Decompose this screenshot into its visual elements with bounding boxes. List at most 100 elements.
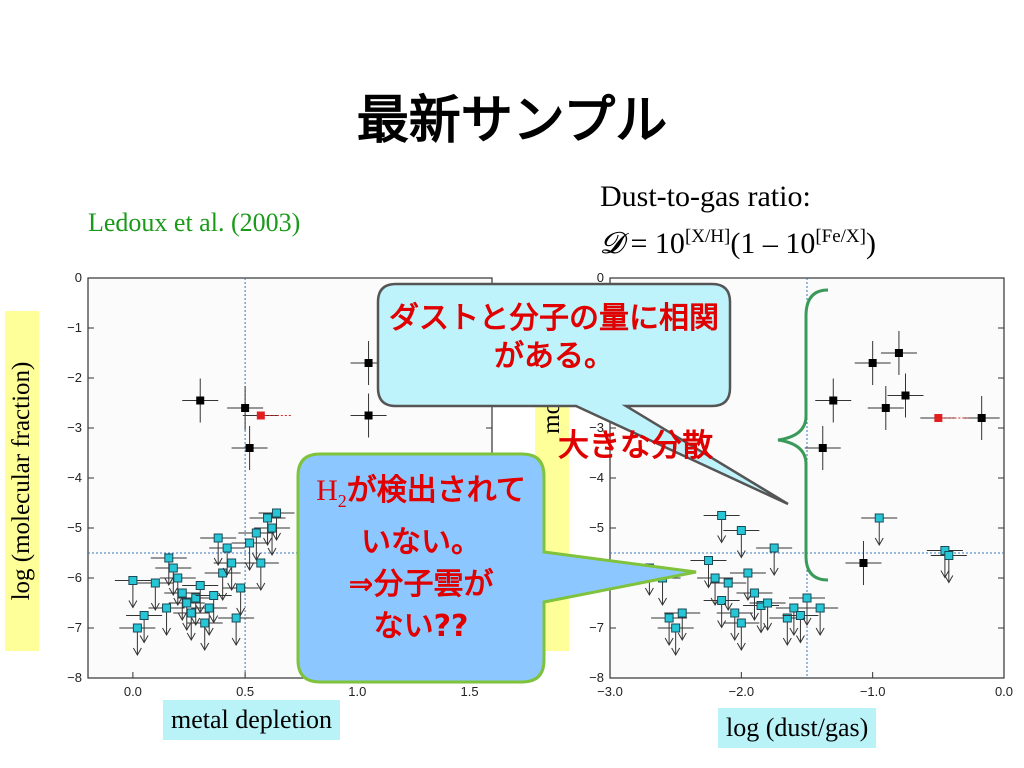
data-point-black (901, 391, 910, 400)
y-axis-label-left: log (molecular fraction) (5, 311, 39, 651)
reference-label: Ledoux et al. (2003) (88, 208, 301, 237)
data-point-cyan (664, 613, 674, 623)
data-point-cyan (236, 583, 246, 593)
data-point-cyan (736, 618, 746, 628)
data-point-cyan (164, 553, 174, 563)
upper-limit-arrowhead (256, 582, 266, 592)
formula-eq: = 10 (623, 227, 685, 260)
upper-limit-arrowhead (658, 597, 667, 607)
data-point-cyan (263, 513, 273, 523)
data-point-cyan (162, 603, 172, 613)
data-point-cyan (730, 608, 740, 618)
formula-exp1: [X/H] (684, 226, 731, 247)
data-point-cyan (782, 613, 792, 623)
callout-h: H (316, 474, 338, 507)
data-point-black (829, 396, 838, 405)
data-point-cyan (795, 611, 805, 620)
upper-limit-arrowhead (168, 587, 178, 597)
data-point-cyan (671, 623, 681, 633)
upper-limit-arrowhead (236, 607, 246, 617)
upper-limit-arrowhead (177, 612, 187, 622)
callout-h-sub: 2 (337, 491, 347, 511)
callout-top-text: ダストと分子の量に相関がある。 (389, 301, 719, 374)
y-tick-label: −8 (67, 670, 82, 685)
upper-limit-arrowhead (245, 562, 255, 572)
data-point-cyan (802, 593, 812, 603)
slide-title: 最新サンプル (356, 91, 668, 151)
upper-limit-arrowhead (272, 532, 281, 542)
callout-bottom-rest: が検出されていない。 (346, 473, 526, 560)
upper-limit-arrowhead (150, 602, 160, 612)
x-tick-label: 0.0 (124, 684, 142, 699)
upper-limit-arrowhead (944, 575, 954, 584)
callout-bottom-line3: ⇒分子雲が (348, 567, 494, 602)
upper-limit-arrowhead (763, 622, 773, 632)
upper-limit-arrowhead (132, 647, 142, 657)
data-point-black (196, 396, 205, 405)
data-point-cyan (256, 558, 266, 568)
data-point-cyan (723, 578, 733, 588)
upper-limit-arrowhead (182, 622, 192, 632)
upper-limit-arrowhead (815, 627, 825, 637)
data-point-black (894, 349, 903, 357)
upper-limit-arrowhead (802, 617, 812, 627)
upper-limit-arrowhead (795, 635, 805, 644)
upper-limit-arrowhead (644, 587, 654, 597)
formula-equation: 𝓓 = 10[X/H](1 – 10[Fe/X]) (600, 226, 876, 261)
upper-limit-arrowhead (128, 600, 138, 609)
y-tick-label: −7 (67, 620, 82, 635)
y-tick-label: −5 (67, 520, 82, 535)
upper-limit-arrowhead (940, 570, 950, 579)
upper-limit-arrowhead (730, 632, 740, 642)
data-point-cyan (173, 573, 183, 583)
upper-limit-arrowhead (204, 627, 214, 637)
upper-limit-arrowhead (769, 567, 779, 577)
y-tick-label: −7 (589, 620, 604, 635)
x-tick-label: 1.0 (348, 684, 366, 699)
data-point-cyan (763, 598, 773, 608)
data-point-cyan (749, 588, 759, 598)
data-point-cyan (717, 511, 727, 520)
upper-limit-arrowhead (267, 547, 277, 557)
data-point-cyan (182, 598, 192, 608)
x-tick-label: −1.0 (860, 684, 886, 699)
y-tick-label: −5 (589, 520, 604, 535)
data-point-cyan (231, 613, 241, 623)
data-point-cyan (736, 526, 746, 535)
data-point-red (934, 414, 943, 422)
data-point-black (977, 414, 986, 422)
formula-heading: Dust-to-gas ratio: (600, 180, 811, 213)
upper-limit-arrowhead (191, 617, 201, 627)
data-point-cyan (710, 573, 720, 583)
callout-bottom-line4: ない?? (373, 609, 469, 644)
data-point-cyan (204, 603, 214, 613)
formula-symbol: 𝓓 (600, 226, 624, 261)
variance-label: 大きな分散 (558, 428, 713, 464)
data-point-cyan (195, 581, 205, 590)
callout-bottom-bubble (296, 452, 697, 684)
y-tick-label: −8 (589, 670, 604, 685)
formula-exp2: [Fe/X] (815, 226, 866, 247)
y-tick-label: −4 (67, 470, 82, 485)
data-point-black (818, 444, 827, 452)
formula-end: ) (865, 227, 876, 260)
upper-limit-arrowhead (209, 615, 219, 624)
upper-limit-arrowhead (173, 597, 183, 607)
upper-limit-arrowhead (227, 582, 237, 592)
y-tick-label: −4 (589, 470, 604, 485)
upper-limit-arrowhead (736, 550, 746, 559)
upper-limit-arrowhead (162, 627, 171, 637)
data-point-cyan (177, 588, 187, 598)
upper-limit-arrowhead (231, 637, 241, 647)
data-point-cyan (128, 576, 138, 585)
data-point-cyan (743, 568, 753, 578)
data-point-black (245, 444, 254, 452)
data-point-cyan (272, 508, 282, 518)
x-tick-label: −2.0 (728, 684, 754, 699)
upper-limit-arrowhead (750, 612, 759, 622)
data-point-black (881, 404, 890, 412)
data-point-cyan (789, 603, 799, 613)
data-point-cyan (717, 596, 727, 605)
data-point-cyan (168, 563, 178, 573)
data-point-cyan (944, 551, 954, 560)
